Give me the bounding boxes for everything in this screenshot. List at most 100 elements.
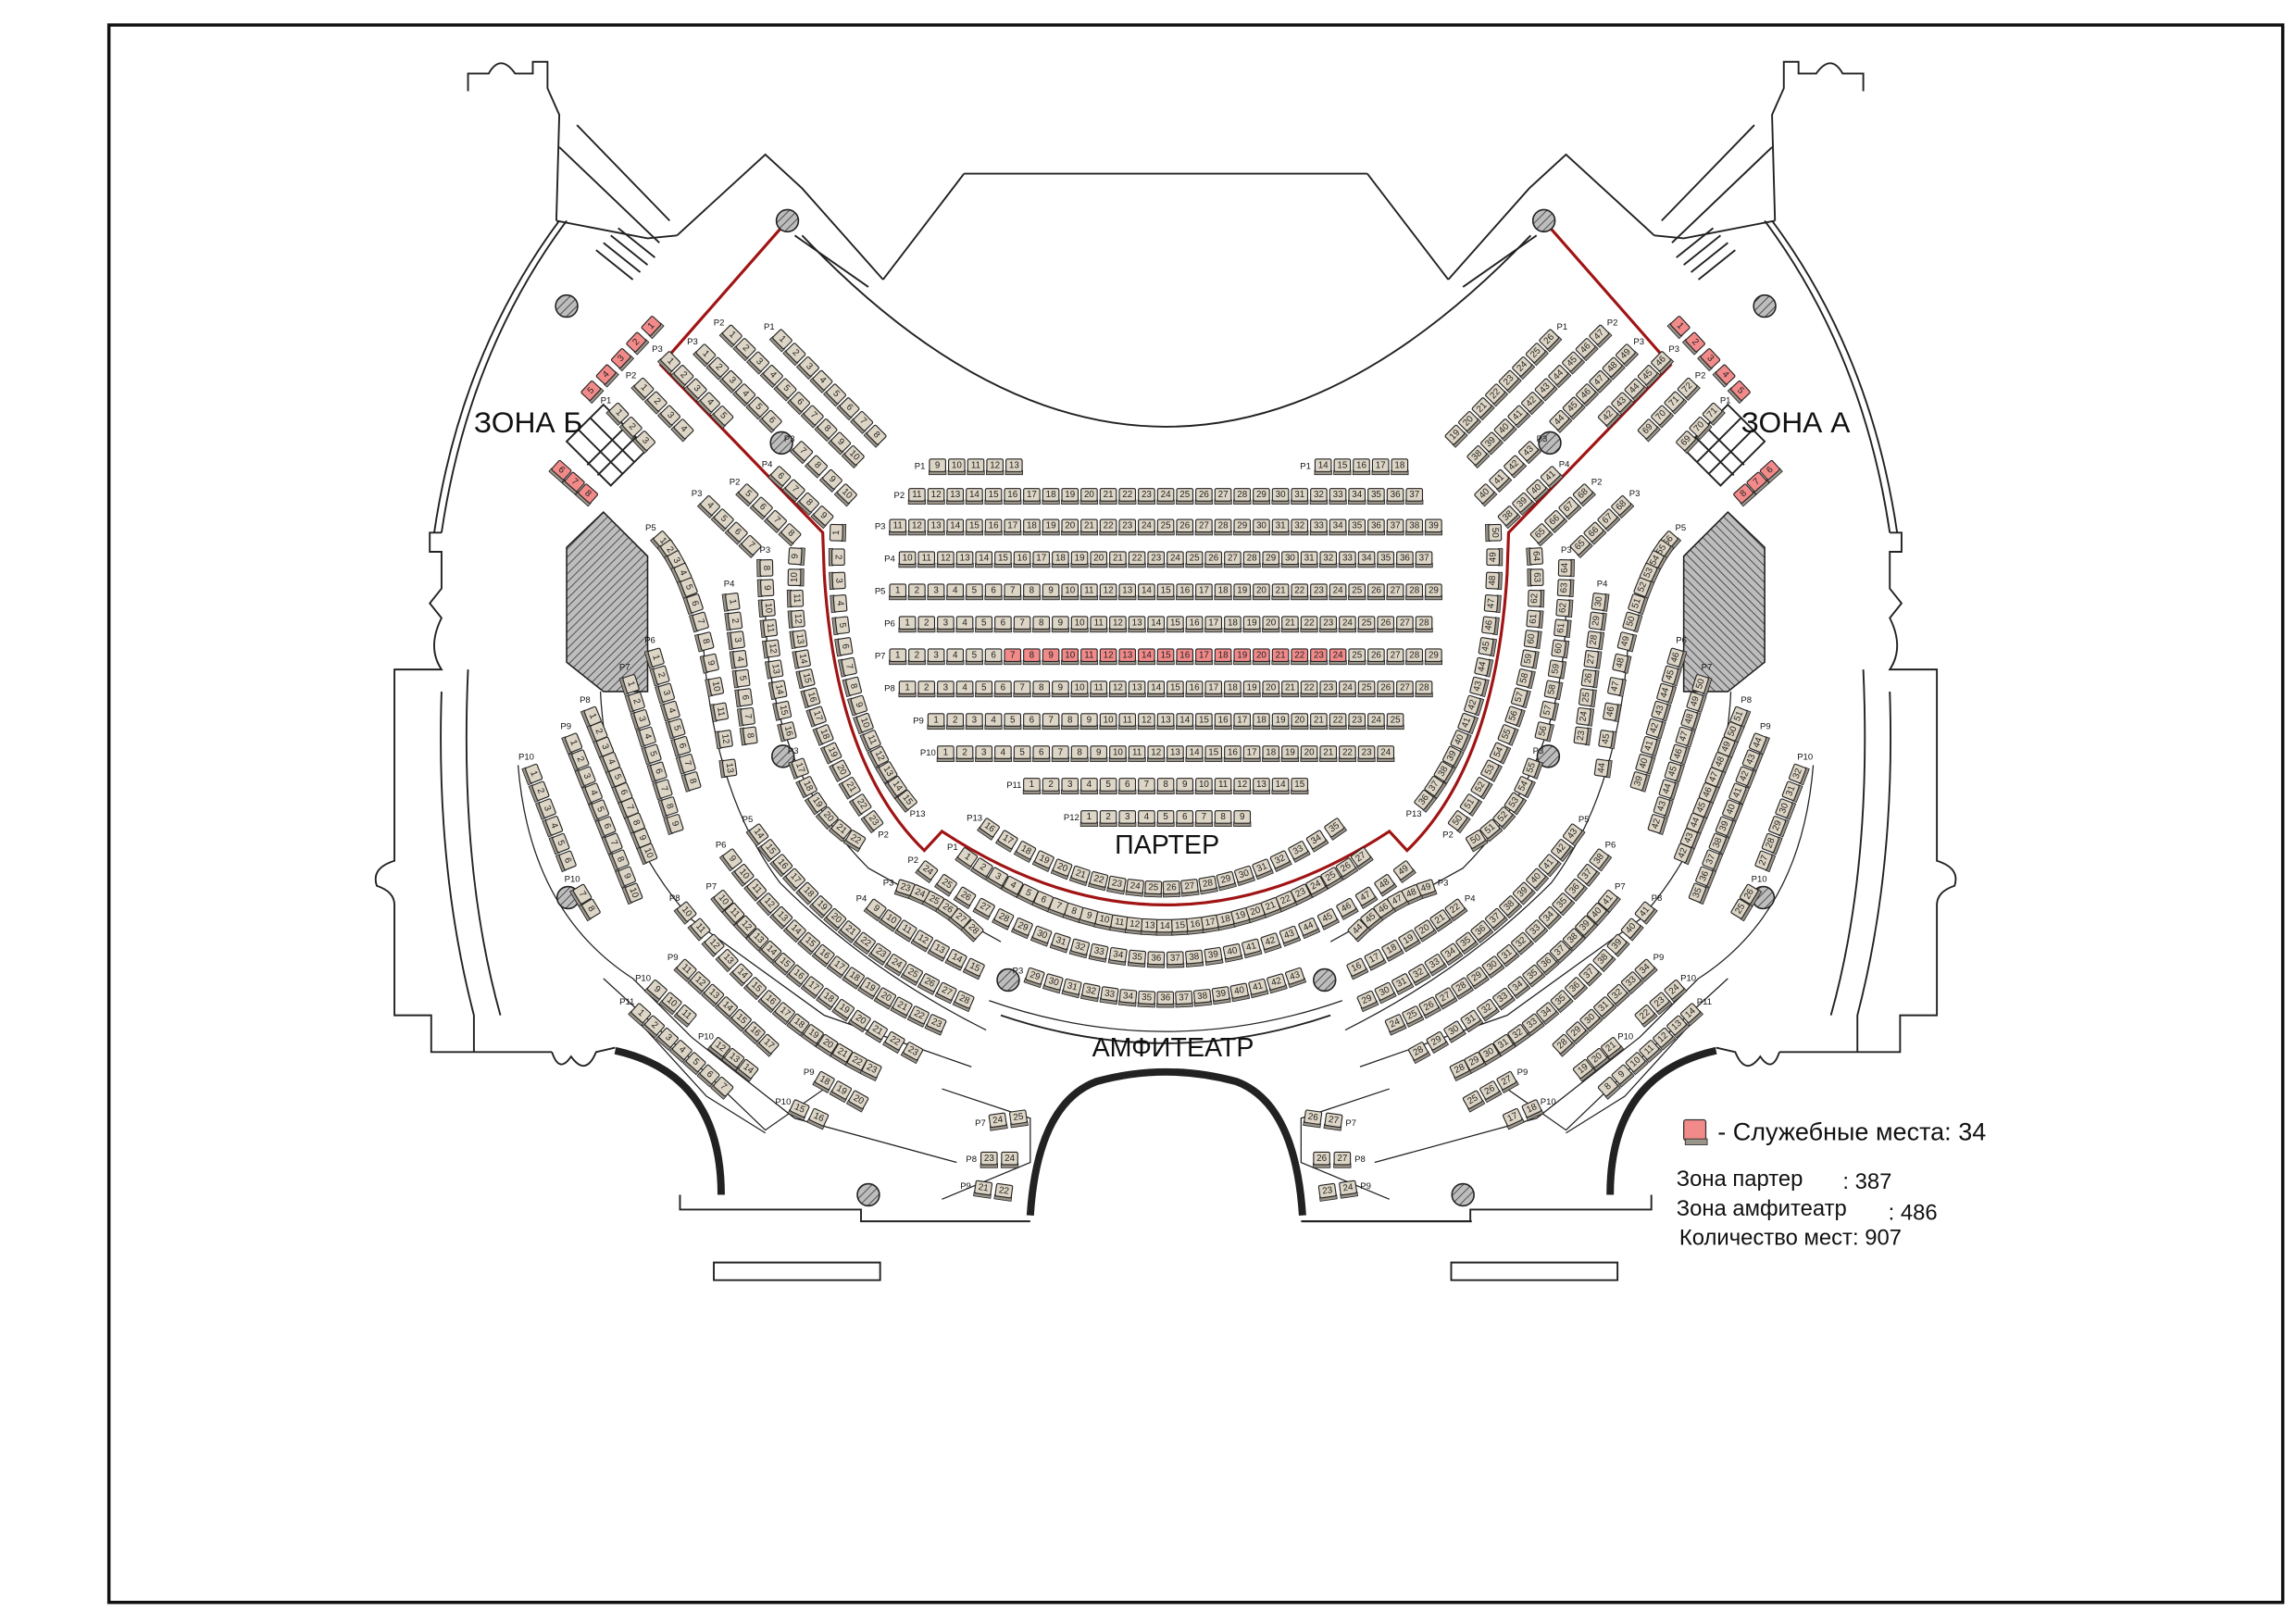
seat[interactable]: 42 (1551, 839, 1574, 863)
seat[interactable]: 39 (1480, 431, 1504, 456)
seat[interactable]: 23 (893, 879, 916, 900)
seat[interactable]: 40 (1722, 799, 1744, 821)
seat[interactable]: 1 (829, 523, 847, 543)
seat[interactable]: 55 (1522, 757, 1543, 780)
seat[interactable]: 21 (973, 1180, 993, 1199)
seat[interactable]: 8 (778, 523, 802, 547)
seat[interactable]: 7 (837, 656, 857, 678)
service-seat[interactable]: 14 (1137, 648, 1156, 666)
seat[interactable]: 31 (1271, 518, 1290, 536)
seat[interactable]: 7 (800, 405, 824, 429)
seat[interactable]: 7 (738, 534, 762, 558)
seat[interactable]: 22 (1634, 1004, 1658, 1028)
seat[interactable]: 29 (1252, 488, 1271, 505)
seat[interactable]: 6 (787, 392, 811, 416)
seat[interactable]: 38 (1592, 948, 1616, 973)
seat[interactable]: 31 (1061, 978, 1082, 999)
seat[interactable]: 23 (980, 1151, 998, 1168)
seat[interactable]: 15 (962, 957, 985, 980)
seat[interactable]: 25 (1143, 880, 1163, 898)
seat[interactable]: 14 (782, 919, 806, 943)
seat[interactable]: 49 (1416, 879, 1438, 900)
seat[interactable]: 3 (936, 616, 955, 633)
seat[interactable]: 1 (768, 329, 792, 353)
seat[interactable]: 9 (615, 866, 637, 889)
seat[interactable]: 18 (1223, 616, 1242, 633)
seat[interactable]: 32 (1477, 998, 1500, 1022)
seat[interactable]: 15 (1333, 458, 1352, 476)
seat[interactable]: 34 (1357, 551, 1376, 568)
seat[interactable]: 12 (755, 893, 780, 917)
seat[interactable]: 24 (1339, 1180, 1359, 1199)
seat[interactable]: 3 (745, 351, 770, 375)
seat[interactable]: 58 (1543, 680, 1564, 701)
seat[interactable]: 5 (731, 668, 751, 689)
seat[interactable]: 53 (1480, 759, 1503, 782)
seat[interactable]: 44 (1298, 918, 1321, 940)
seat[interactable]: 11 (721, 902, 745, 927)
seat[interactable]: 5 (710, 508, 734, 532)
seat[interactable]: 38 (1192, 989, 1213, 1007)
seat[interactable]: 51 (1479, 818, 1504, 843)
seat[interactable]: 35 (1348, 518, 1366, 536)
service-seat[interactable]: 8 (574, 483, 599, 507)
seat[interactable]: 21 (865, 1020, 889, 1043)
seat[interactable]: 6 (734, 688, 754, 708)
seat[interactable]: 19 (1042, 518, 1060, 536)
seat[interactable]: 2 (969, 857, 993, 880)
seat[interactable]: 20 (829, 759, 852, 782)
seat[interactable]: 39 (1512, 492, 1536, 516)
seat[interactable]: 32 (1269, 850, 1292, 872)
seat[interactable]: 44 (1749, 732, 1770, 755)
seat[interactable]: 6 (724, 521, 748, 545)
seat[interactable]: 21 (828, 818, 852, 843)
seat[interactable]: 17 (1204, 680, 1223, 698)
seat[interactable]: 10 (878, 909, 902, 932)
seat[interactable]: 35 (1455, 931, 1479, 955)
seat[interactable]: 33 (1288, 841, 1311, 864)
seat[interactable]: 15 (1291, 778, 1309, 794)
seat[interactable]: 12 (910, 930, 933, 953)
seat[interactable]: 42 (1647, 814, 1668, 835)
seat[interactable]: 3 (795, 356, 819, 381)
seat[interactable]: 26 (1366, 583, 1386, 601)
seat[interactable]: 3 (965, 713, 984, 730)
seat[interactable]: 9 (788, 547, 805, 566)
service-seat[interactable]: 21 (1271, 648, 1290, 666)
seat[interactable]: 22 (1338, 745, 1357, 763)
seat[interactable]: 43 (1469, 676, 1490, 698)
seat[interactable]: 18 (1051, 551, 1070, 568)
seat[interactable]: 12 (687, 971, 711, 995)
seat[interactable]: 25 (1357, 616, 1376, 633)
seat[interactable]: 31 (1781, 780, 1803, 804)
seat[interactable]: 9 (630, 828, 652, 850)
seat[interactable]: 45 (1637, 365, 1661, 389)
seat[interactable]: 21 (1068, 865, 1091, 887)
seat[interactable]: 9 (1079, 713, 1099, 730)
seat[interactable]: 26 (1580, 668, 1600, 689)
seat[interactable]: 3 (829, 571, 846, 591)
seat[interactable]: 9 (1090, 745, 1108, 763)
seat[interactable]: 29 (1566, 1021, 1590, 1045)
seat[interactable]: 19 (1444, 424, 1468, 448)
seat[interactable]: 12 (1099, 583, 1117, 601)
seat[interactable]: 29 (1464, 1052, 1487, 1074)
seat[interactable]: 28 (1552, 1033, 1576, 1057)
seat[interactable]: 30 (1775, 798, 1797, 820)
seat[interactable]: 14 (714, 996, 739, 1020)
seat[interactable]: 27 (1395, 680, 1415, 698)
seat[interactable]: 11 (1079, 583, 1099, 601)
seat[interactable]: 28 (1451, 977, 1475, 1000)
seat[interactable]: 10 (833, 483, 857, 507)
seat[interactable]: 15 (1204, 745, 1223, 763)
seat[interactable]: 36 (1386, 488, 1404, 505)
seat[interactable]: 7 (569, 883, 593, 907)
seat[interactable]: 13 (927, 518, 945, 536)
seat[interactable]: 8 (842, 676, 863, 698)
seat[interactable]: 20 (1262, 680, 1280, 698)
seat[interactable]: 8 (739, 726, 758, 746)
seat[interactable]: 10 (705, 677, 725, 697)
seat[interactable]: 59 (1520, 649, 1540, 669)
seat[interactable]: 38 (1466, 444, 1491, 469)
seat[interactable]: 3 (927, 648, 945, 666)
